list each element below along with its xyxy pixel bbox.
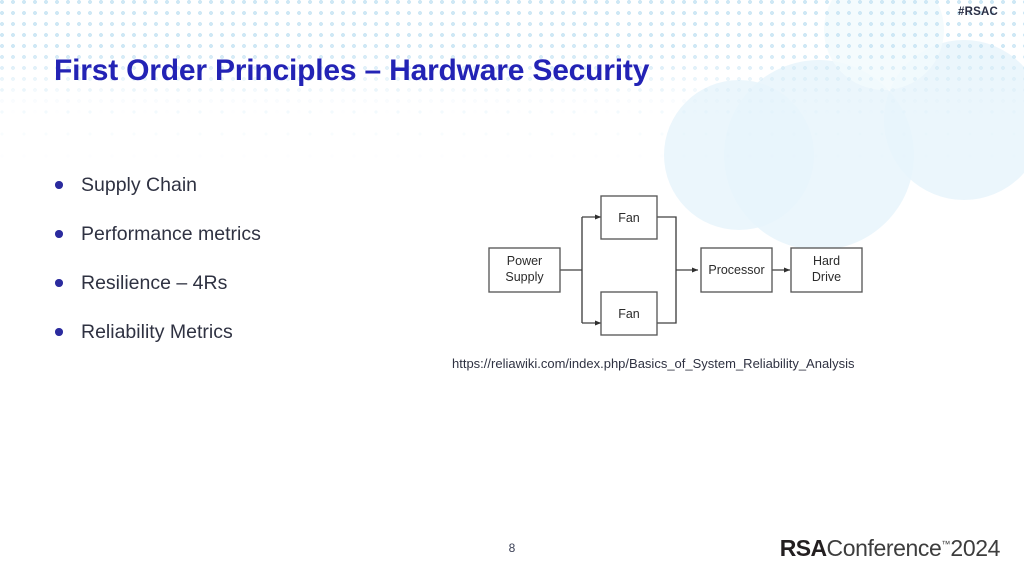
diagram-node-fan-top: Fan [600,195,658,240]
list-item: Performance metrics [50,221,470,247]
event-hashtag: #RSAC [958,6,998,18]
decorative-circle [884,40,1024,200]
reliability-block-diagram: Power Supply Fan Fan Processor Hard Driv… [488,195,863,336]
bullet-list: Supply Chain Performance metrics Resilie… [50,172,470,368]
diagram-node-label: Fan [618,307,640,321]
bullet-dot-icon [55,328,63,336]
source-caption: https://reliawiki.com/index.php/Basics_o… [452,356,855,371]
diagram-node-label: Processor [708,263,764,277]
diagram-node-fan-bottom: Fan [600,291,658,336]
logo-conference-text: Conference [826,535,942,561]
logo-rsa-text: RSA [779,535,827,561]
diagram-node-label: Drive [812,270,841,284]
bullet-dot-icon [55,279,63,287]
diagram-node-label: Power [507,254,542,268]
list-item-label: Resilience – 4Rs [81,272,228,294]
decorative-circle [824,0,944,90]
list-item: Supply Chain [50,172,470,198]
page-number: 8 [508,541,516,555]
logo-year-text: 2024 [950,535,1000,561]
diagram-node-label: Supply [505,270,544,284]
list-item-label: Reliability Metrics [81,321,233,343]
logo-trademark-icon: ™ [941,539,951,549]
diagram-node-hard-drive: Hard Drive [790,247,863,293]
diagram-node-power-supply: Power Supply [488,247,561,293]
diagram-node-processor: Processor [700,247,773,293]
list-item-label: Performance metrics [81,223,261,245]
diagram-node-label: Hard [813,254,840,268]
list-item: Resilience – 4Rs [50,270,470,296]
bullet-dot-icon [55,181,63,189]
list-item: Reliability Metrics [50,319,470,345]
diagram-node-label: Fan [618,211,640,225]
list-item-label: Supply Chain [81,174,197,196]
page-title: First Order Principles – Hardware Securi… [54,54,650,88]
bullet-dot-icon [55,230,63,238]
